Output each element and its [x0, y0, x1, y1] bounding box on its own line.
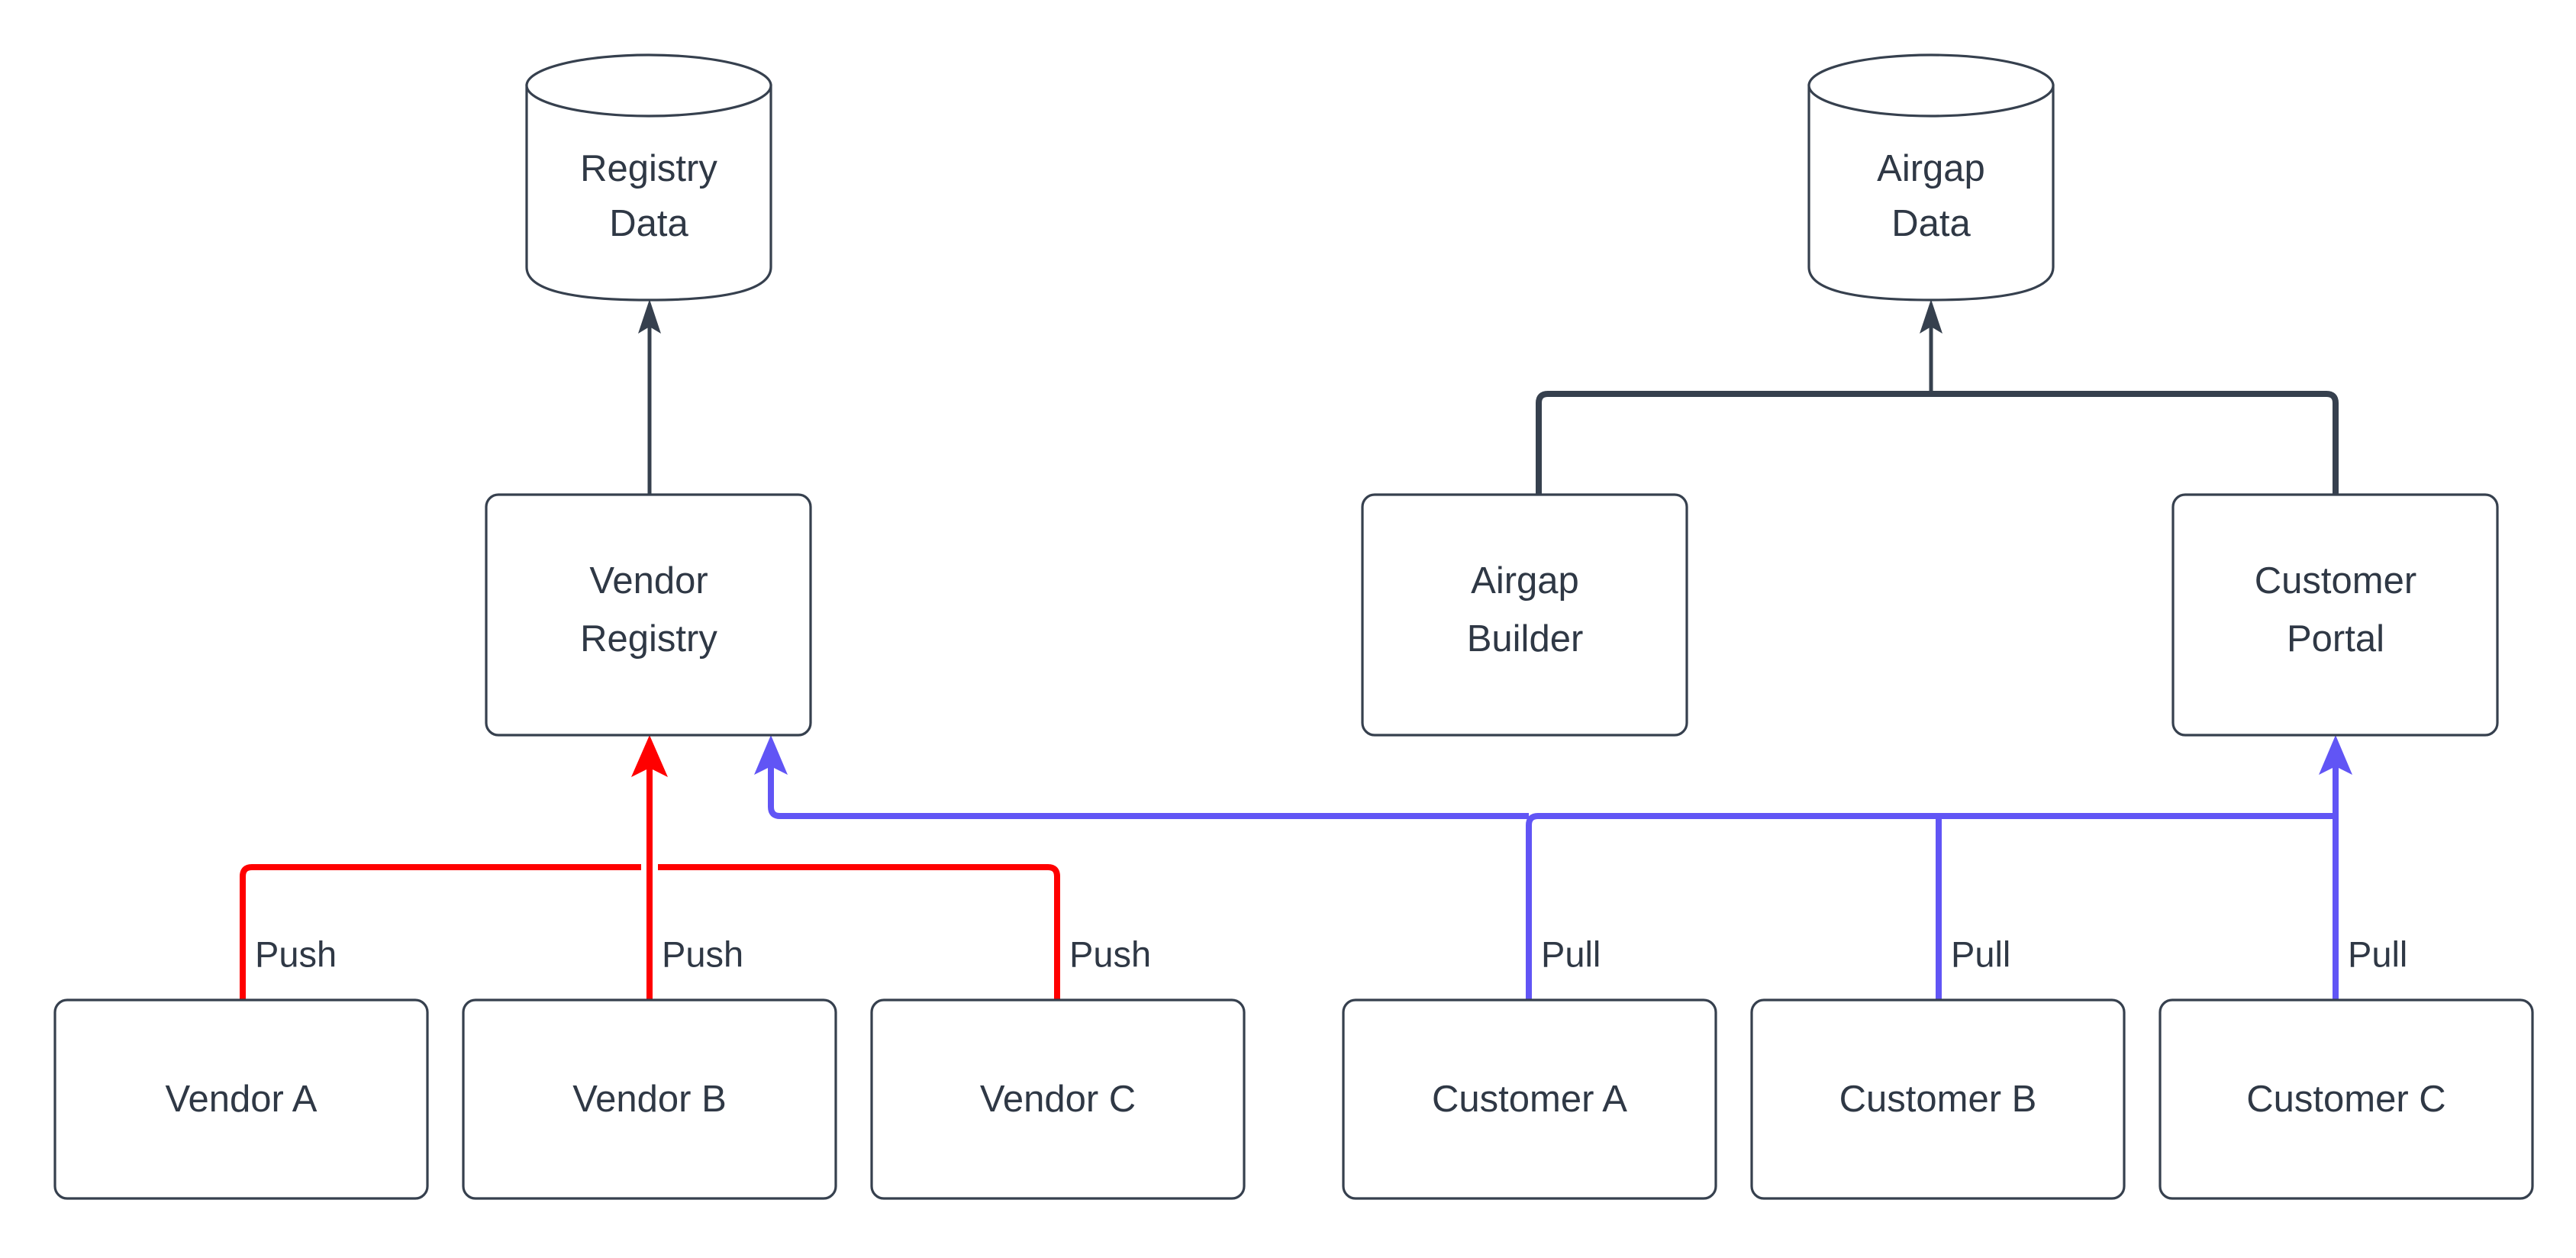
- actor-customer-b[interactable]: Customer B: [1750, 998, 2126, 1200]
- service-vendor-registry-label-1: Vendor: [589, 560, 708, 602]
- actor-vendor-a[interactable]: Vendor A: [53, 998, 429, 1200]
- actor-customer-a-label: Customer A: [1432, 1079, 1627, 1120]
- service-vendor-registry-label-2: Registry: [580, 618, 717, 660]
- edge-customer-portal-to-airgap-data: [1931, 391, 2339, 495]
- service-airgap-builder[interactable]: Airgap Builder: [1361, 493, 1688, 737]
- edge-label-push-vendor-b: Push: [662, 934, 743, 974]
- actor-customer-c[interactable]: Customer C: [2158, 998, 2534, 1200]
- edge-label-pull-customer-b: Pull: [1951, 934, 2010, 974]
- service-airgap-builder-label-1: Airgap: [1471, 560, 1579, 602]
- actor-vendor-b[interactable]: Vendor B: [462, 998, 837, 1200]
- edge-bracket-to-airgap-data: [1920, 299, 1942, 394]
- service-customer-portal[interactable]: Customer Portal: [2171, 493, 2499, 737]
- edge-label-pull-customer-a: Pull: [1541, 934, 1601, 974]
- edge-label-pull-customer-c: Pull: [2348, 934, 2407, 974]
- service-airgap-builder-label-2: Builder: [1467, 618, 1584, 660]
- actor-customer-a[interactable]: Customer A: [1342, 998, 1717, 1200]
- service-vendor-registry[interactable]: Vendor Registry: [485, 493, 812, 737]
- edge-pull-bus: [754, 735, 2352, 1000]
- edge-label-push-vendor-c: Push: [1069, 934, 1151, 974]
- actor-vendor-c-label: Vendor C: [980, 1079, 1136, 1120]
- service-customer-portal-label-2: Portal: [2287, 618, 2384, 660]
- actor-customer-c-label: Customer C: [2246, 1079, 2445, 1120]
- datastore-registry-data-label-1: Registry: [580, 148, 717, 189]
- edge-vendor-registry-to-registry-data: [638, 299, 661, 495]
- edge-push-bus: [240, 735, 1060, 1000]
- datastore-registry-data-label-2: Data: [609, 203, 688, 244]
- actor-vendor-b-label: Vendor B: [572, 1079, 727, 1120]
- edge-airgap-builder-to-airgap-data: [1536, 391, 1931, 495]
- service-customer-portal-label-1: Customer: [2255, 560, 2416, 602]
- datastore-registry-data[interactable]: Registry Data: [525, 53, 772, 302]
- datastore-airgap-data-label-1: Airgap: [1877, 148, 1985, 189]
- edge-label-push-vendor-a: Push: [255, 934, 337, 974]
- datastore-airgap-data[interactable]: Airgap Data: [1807, 53, 2055, 302]
- actor-vendor-a-label: Vendor A: [166, 1079, 318, 1120]
- actor-customer-b-label: Customer B: [1839, 1079, 2037, 1120]
- actor-vendor-c[interactable]: Vendor C: [870, 998, 1246, 1200]
- datastore-airgap-data-label-2: Data: [1891, 203, 1971, 244]
